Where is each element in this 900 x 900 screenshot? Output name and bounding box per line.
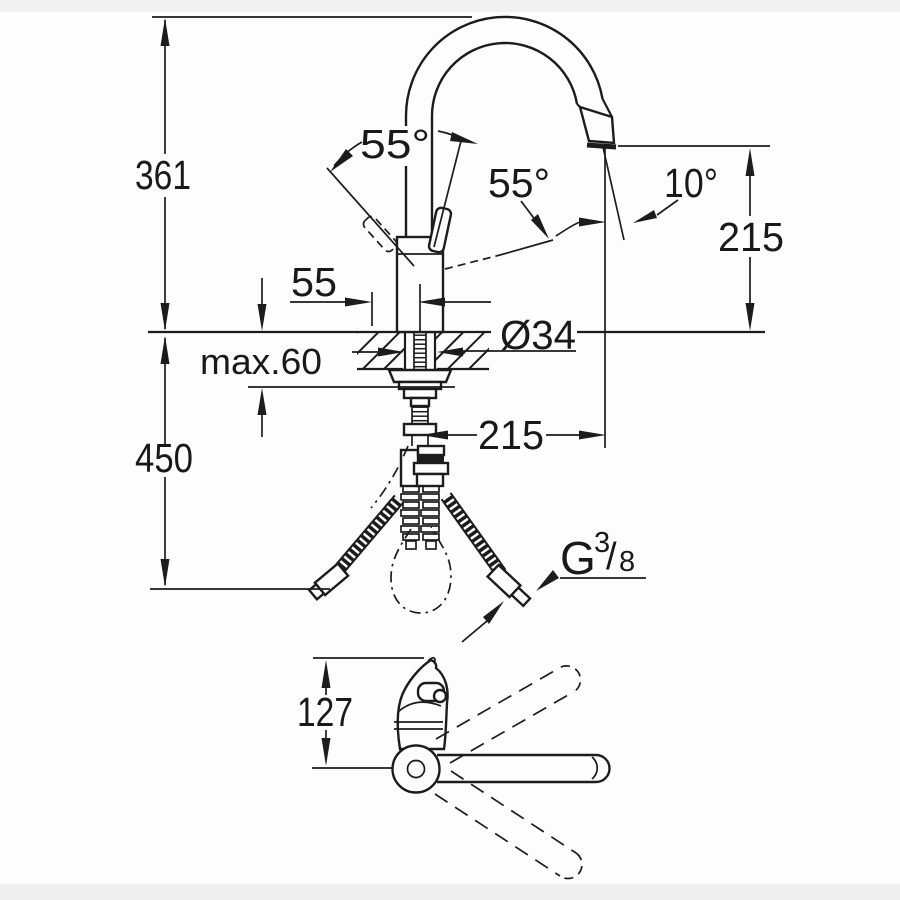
- handle-lever-alt-position: [362, 215, 398, 253]
- ribbed-hose-left: [400, 485, 420, 550]
- outlet-height-label: 215: [718, 214, 784, 260]
- leader-arrow: [531, 214, 549, 239]
- thread-leader-arrow-2: [483, 601, 504, 624]
- handle-angle-label: 55°: [360, 121, 430, 167]
- swivel-angle-annotation: 55°: [444, 160, 606, 270]
- thread-letter: G: [560, 532, 596, 584]
- handle-angle-annotation: 55°: [326, 121, 478, 267]
- thread-denominator: 8: [619, 546, 635, 578]
- arc-arrow-left: [330, 149, 353, 172]
- thread-numerator: 3: [594, 527, 610, 559]
- counter-thickness-label: max.60: [200, 341, 322, 382]
- stream-angle-label: 10°: [664, 160, 718, 206]
- plan-swivel-upper: [435, 665, 582, 764]
- supply-hose-left: [307, 494, 404, 601]
- plan-depth-label: 127: [297, 689, 353, 735]
- bottom-band: [0, 884, 900, 900]
- plan-swivel-lower: [434, 770, 583, 880]
- aerator-mouth: [586, 142, 617, 150]
- hose-drop-label: 450: [135, 435, 193, 481]
- dimension-counter-thickness: max.60: [200, 278, 455, 437]
- spout-tube: [404, 15, 617, 237]
- thread-slash: /: [606, 536, 617, 578]
- hole-diameter-label: Ø34: [500, 312, 576, 358]
- pullout-hose-phantom: [370, 445, 409, 509]
- swivel-arc-arrow: [579, 217, 606, 227]
- dimension-total-height: 361: [135, 16, 472, 331]
- plan-body-circle: [391, 744, 441, 794]
- supply-hose-right: [440, 492, 532, 608]
- arc-arrow-right: [450, 132, 478, 144]
- dimension-spout-reach: 215: [421, 412, 606, 458]
- handle-offset-label: 55: [291, 259, 337, 305]
- connection-assembly: [370, 444, 450, 550]
- thread-annotation: G 3 / 8: [461, 527, 646, 643]
- dimension-plan-depth: 127: [297, 657, 424, 769]
- plan-spout: [437, 753, 611, 784]
- dimension-hole-diameter: Ø34: [352, 312, 576, 358]
- side-view: 55° 55° 10°: [135, 15, 784, 643]
- mounting-shank: [387, 332, 453, 446]
- total-height-label: 361: [135, 152, 191, 198]
- stream-leader-arrow: [633, 210, 657, 223]
- thread-leader-arrow: [536, 570, 559, 591]
- swivel-angle-label: 55°: [488, 160, 550, 206]
- ribbed-hose-right: [420, 485, 440, 550]
- faucet-body: [395, 235, 445, 334]
- spout-outlet: [578, 105, 616, 145]
- top-band: [0, 0, 900, 12]
- mounting-flange: [387, 368, 453, 384]
- spout-reach-label: 215: [478, 412, 544, 458]
- dimension-hose-drop: 450: [135, 336, 330, 590]
- dimension-handle-offset: 55: [290, 259, 491, 326]
- plan-view: 127: [297, 656, 611, 880]
- spray-head-phantom: [390, 526, 452, 614]
- stream-angle-annotation: 10°: [602, 146, 718, 448]
- plan-body: [391, 656, 449, 794]
- dimension-outlet-height: 215: [618, 145, 784, 331]
